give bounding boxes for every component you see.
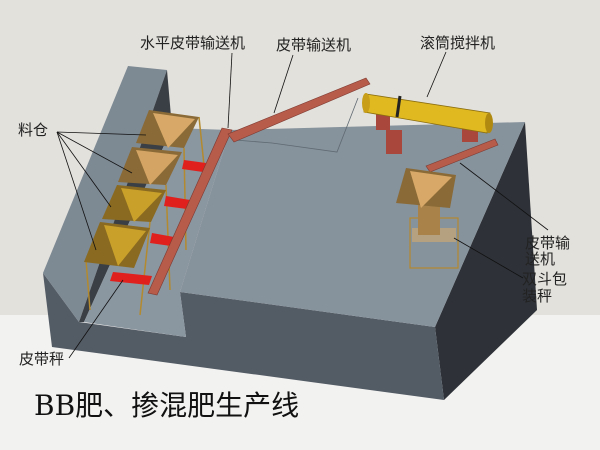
horizontal-belt-conveyor <box>147 127 233 296</box>
label-packing-scale-line1: 双斗包 <box>522 270 567 288</box>
left-wall-top <box>43 66 167 322</box>
leader-lines <box>56 51 549 359</box>
belt-scale <box>182 160 206 172</box>
silo-hopper <box>136 110 199 148</box>
silo-hopper <box>102 185 166 222</box>
drum-mixer <box>362 93 493 154</box>
belt-scale <box>150 233 174 246</box>
label-packing-scale-line2: 装秤 <box>522 287 552 305</box>
right-belt-conveyor <box>425 138 499 173</box>
label-right-belt-conveyor-line1: 皮带输 <box>525 234 570 252</box>
label-drum-mixer: 滚筒搅拌机 <box>420 34 495 52</box>
floor-marking <box>234 97 359 153</box>
diagram-title: BB肥、掺混肥生产线 <box>34 389 299 422</box>
silos <box>84 110 199 268</box>
label-horizontal-belt-conveyor: 水平皮带输送机 <box>140 34 245 52</box>
platform-right-face <box>435 122 537 400</box>
platform-front-face <box>43 273 444 400</box>
belt-scale <box>110 272 152 285</box>
silo-hopper <box>84 222 150 268</box>
trench-floor <box>84 128 230 337</box>
silo-hopper <box>118 147 182 185</box>
belt-scale <box>164 196 190 209</box>
inclined-belt-conveyor <box>227 77 371 143</box>
belt-scales <box>110 160 206 285</box>
label-silo: 料仓 <box>18 121 48 139</box>
double-bucket-packing-scale <box>396 168 459 269</box>
label-belt-conveyor: 皮带输送机 <box>276 36 351 54</box>
label-right-belt-conveyor-line2: 送机 <box>525 250 555 268</box>
label-belt-scale: 皮带秤 <box>19 350 64 368</box>
